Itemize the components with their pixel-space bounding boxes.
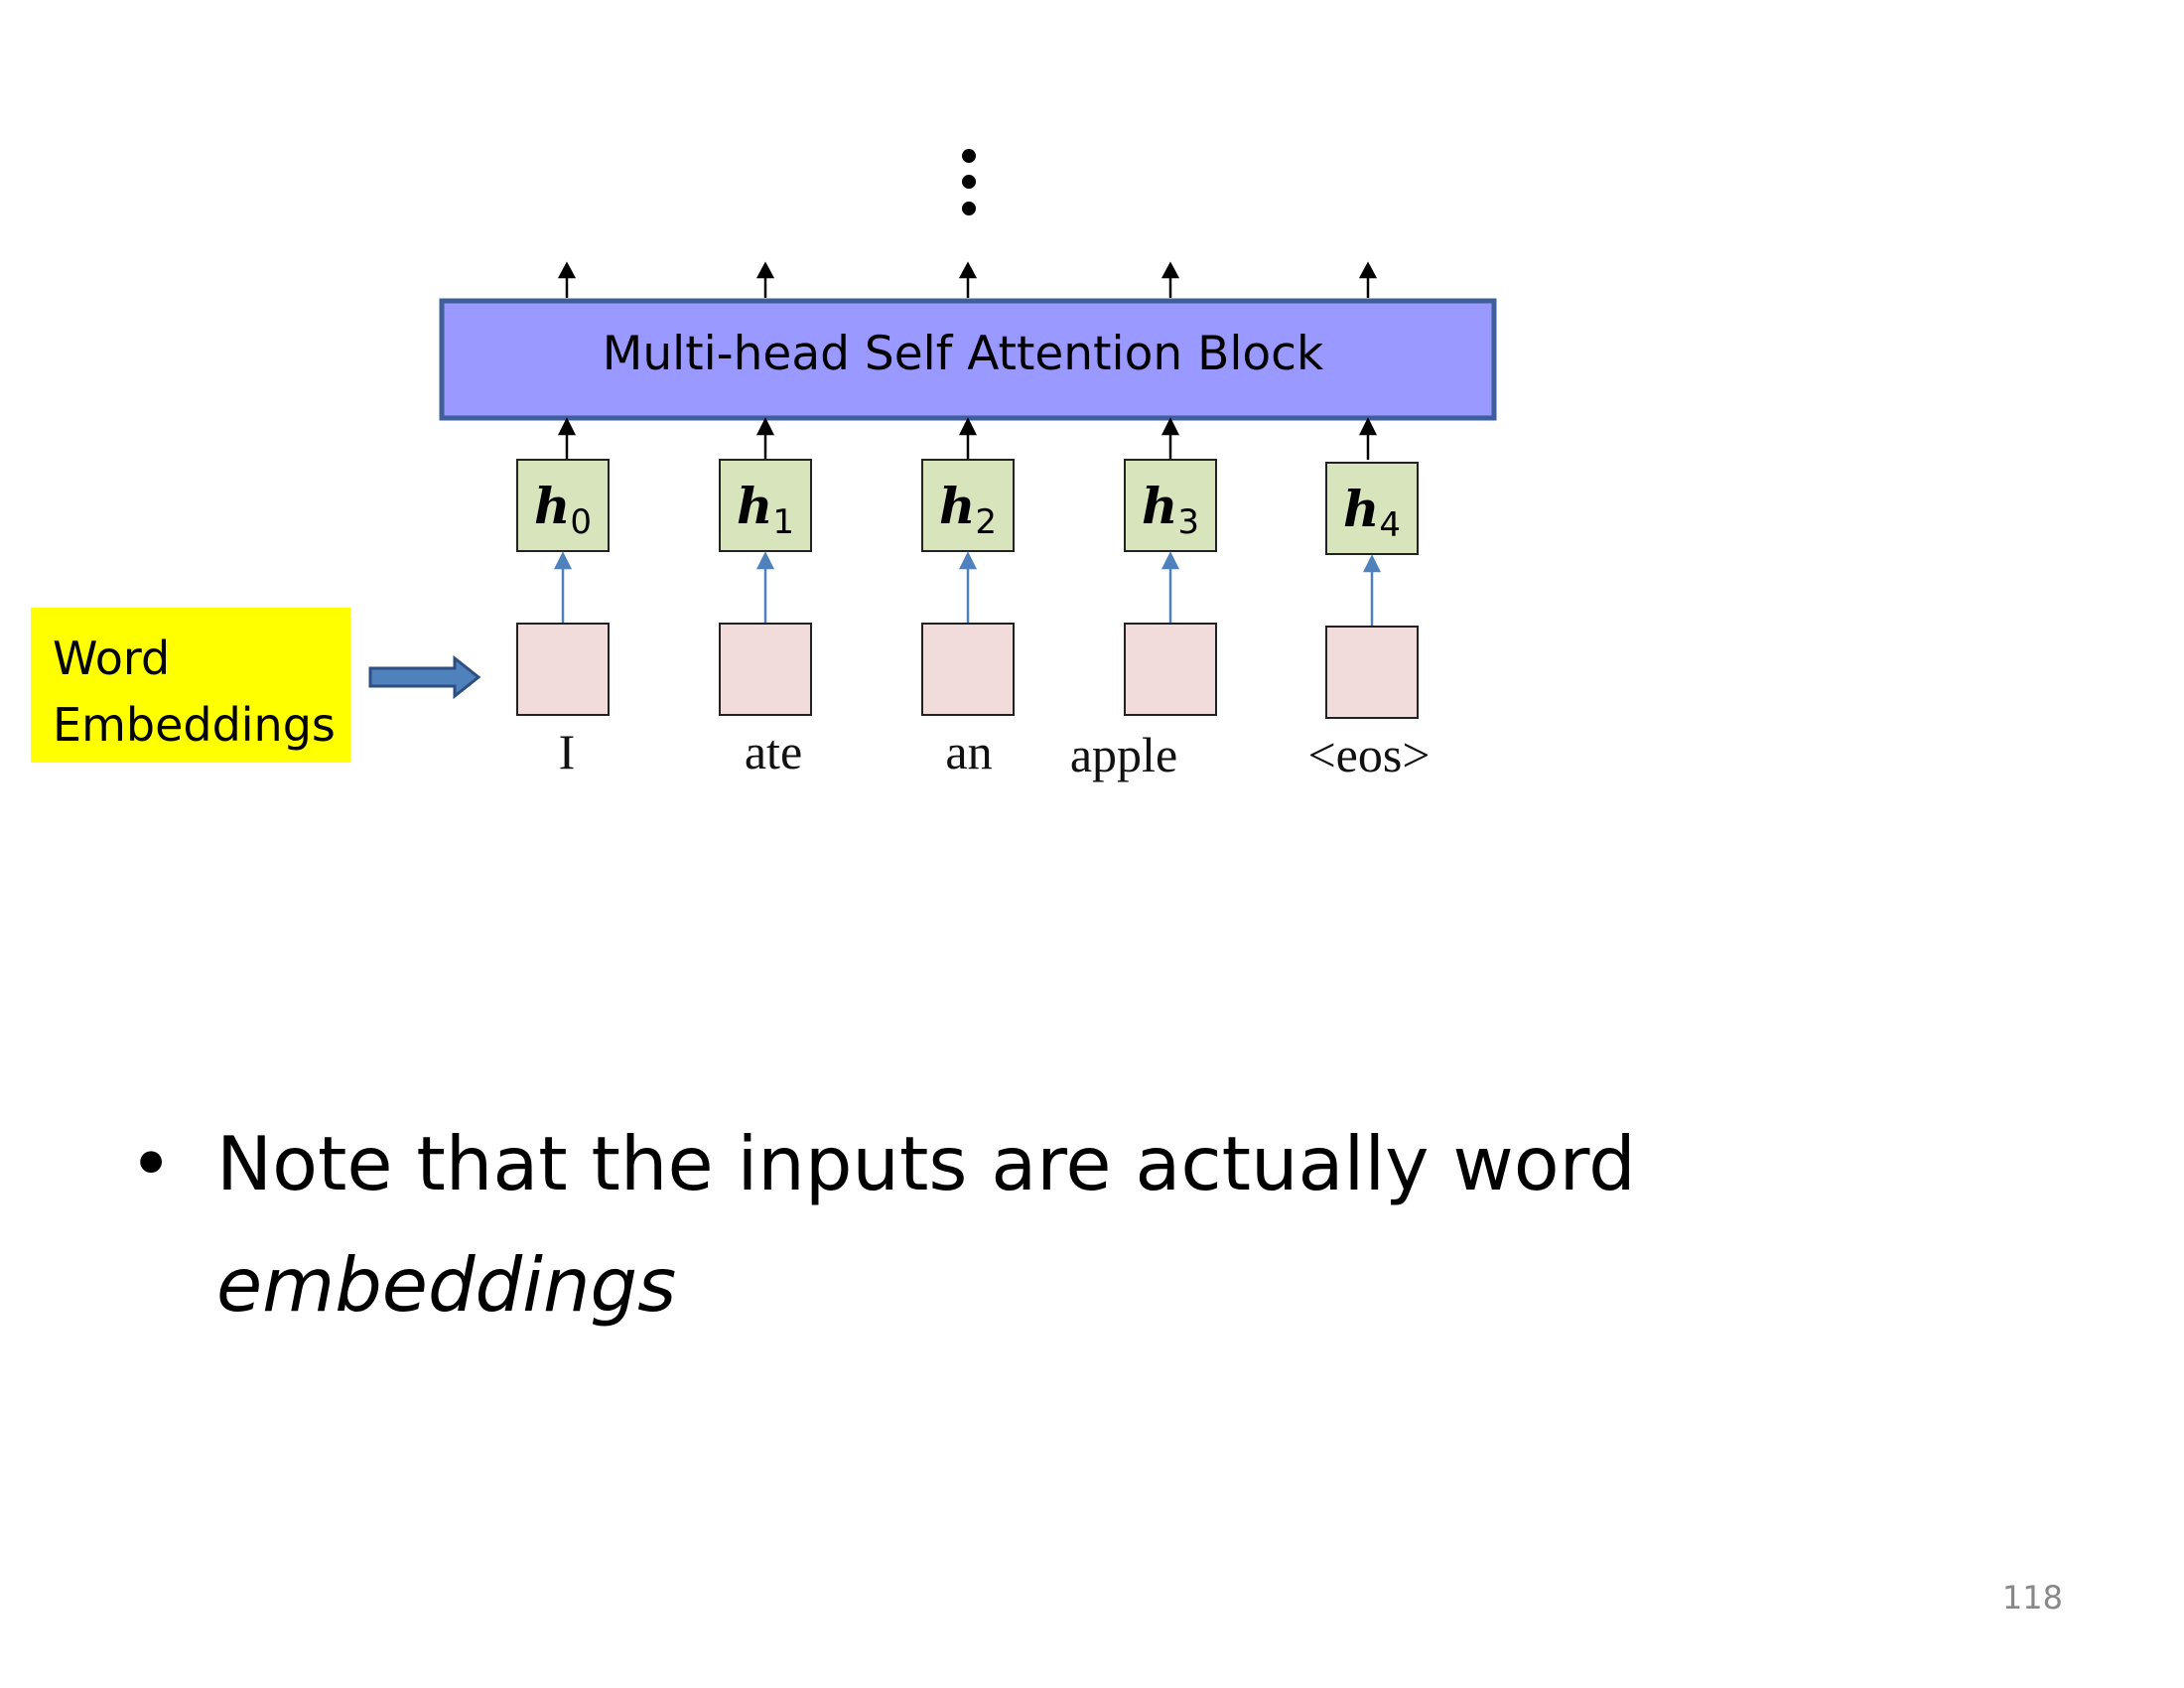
token-2: an — [945, 724, 993, 779]
hidden-sub-0: 0 — [570, 502, 592, 542]
output-arrows — [557, 261, 1378, 298]
hidden-box-1 — [719, 459, 812, 552]
block-input-arrow-1 — [755, 417, 775, 460]
embedding-box-0 — [516, 623, 610, 716]
bullet-dot-icon: • — [129, 1120, 174, 1207]
embedding-arrows — [553, 551, 1382, 627]
hidden-box-0 — [516, 459, 610, 552]
word-embeddings-callout: Word Embeddings — [31, 608, 350, 763]
embedding-box-1 — [719, 623, 812, 716]
output-arrow-2 — [958, 261, 978, 298]
embedding-arrow-0 — [553, 551, 573, 624]
hidden-sub-1: 1 — [772, 502, 794, 542]
block-input-arrow-3 — [1160, 417, 1180, 460]
embedding-arrow-4 — [1362, 554, 1382, 627]
hidden-var-2: h — [939, 477, 976, 535]
ellipsis-dots — [962, 149, 976, 215]
callout-arrow — [368, 654, 481, 700]
embedding-arrow-2 — [958, 551, 978, 624]
block-input-arrow-0 — [557, 417, 577, 460]
hidden-label-4: h4 — [1327, 485, 1417, 543]
embedding-arrow-1 — [755, 551, 775, 624]
hidden-box-4 — [1325, 462, 1419, 555]
embedding-box-3 — [1124, 623, 1217, 716]
hidden-label-0: h0 — [518, 482, 608, 540]
output-arrow-1 — [755, 261, 775, 298]
block-input-arrow-2 — [958, 417, 978, 460]
bullet-text-line-2: embeddings — [216, 1241, 677, 1329]
block-input-arrows — [557, 417, 1378, 460]
page-number: 118 — [2001, 1579, 2063, 1617]
embedding-arrow-3 — [1160, 551, 1180, 624]
hidden-var-0: h — [534, 477, 571, 535]
embedding-box-2 — [921, 623, 1015, 716]
hidden-box-2 — [921, 459, 1015, 552]
hidden-sub-4: 4 — [1379, 505, 1401, 545]
token-4: <eos> — [1307, 727, 1431, 782]
attention-block — [439, 298, 1497, 421]
output-arrow-0 — [557, 261, 577, 298]
hidden-label-1: h1 — [721, 482, 810, 540]
embedding-boxes — [516, 623, 1419, 719]
token-0: I — [558, 724, 576, 779]
hidden-var-1: h — [737, 477, 773, 535]
bullet-text-line-1: Note that the inputs are actually word — [216, 1120, 1636, 1207]
hidden-sub-3: 3 — [1177, 502, 1199, 542]
block-input-arrow-4 — [1358, 417, 1378, 460]
hidden-var-3: h — [1142, 477, 1178, 535]
attention-block-label: Multi-head Self Attention Block — [602, 327, 1324, 381]
output-arrow-4 — [1358, 261, 1378, 298]
callout-line-1: Word — [53, 632, 171, 685]
hidden-sub-2: 2 — [975, 502, 997, 542]
hidden-label-2: h2 — [923, 482, 1013, 540]
embedding-box-4 — [1325, 626, 1419, 719]
hidden-var-4: h — [1343, 480, 1380, 538]
callout-line-2: Embeddings — [53, 698, 336, 752]
token-3: apple — [1069, 727, 1178, 782]
token-1: ate — [744, 724, 803, 779]
output-arrow-3 — [1160, 261, 1180, 298]
hidden-label-3: h3 — [1126, 482, 1215, 540]
hidden-state-boxes — [516, 459, 1419, 555]
hidden-box-3 — [1124, 459, 1217, 552]
